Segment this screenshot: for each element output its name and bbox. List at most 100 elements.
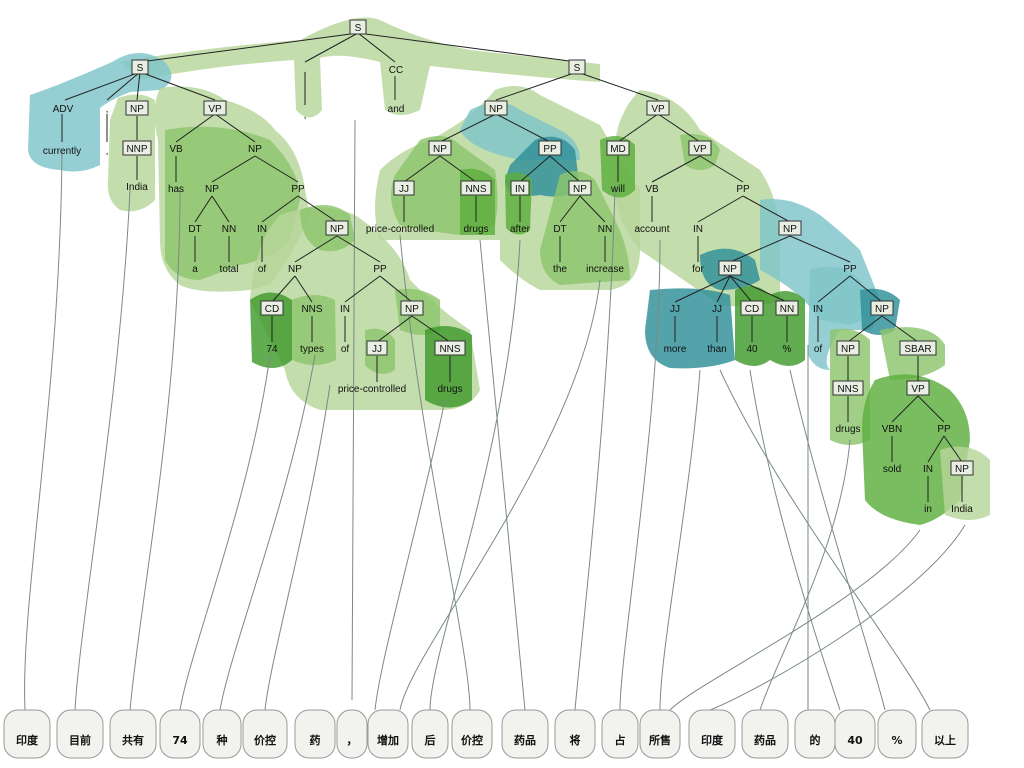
token-box — [336, 709, 368, 759]
leaf-types: types — [300, 344, 324, 355]
tree-nodes: S S , CC and , S ADV currently , , NP NN… — [43, 19, 974, 515]
leaf-price-controlled1: price-controlled — [338, 384, 406, 395]
node-np-atotal: NP — [205, 184, 219, 195]
token-box — [501, 709, 549, 759]
token-box — [639, 709, 681, 759]
leaf-sold: sold — [883, 464, 901, 475]
leaf-40: 40 — [746, 344, 758, 355]
token-box — [601, 709, 639, 759]
node-jj-more: JJ — [670, 304, 680, 315]
node-jj-than: JJ — [712, 304, 722, 315]
leaf-drugs2: drugs — [463, 224, 488, 235]
leaf-more: more — [664, 344, 687, 355]
node-vb-acc: VB — [645, 184, 659, 195]
leaf-increase: increase — [586, 264, 624, 275]
leaf-74: 74 — [266, 344, 278, 355]
leaf-will: will — [610, 184, 625, 195]
node-vp4: VP — [911, 384, 925, 395]
node-pp-of2: PP — [373, 264, 387, 275]
node-np-drugs3: NP — [875, 304, 889, 315]
region-types — [292, 295, 336, 365]
node-nns-d3: NNS — [837, 384, 858, 395]
region-nns-drugs1 — [425, 326, 472, 408]
token-box — [294, 709, 336, 759]
token-label: 的 — [810, 733, 821, 747]
token-box — [242, 709, 288, 759]
token-label: 增加 — [377, 733, 399, 747]
node-pp-in: PP — [937, 424, 951, 435]
token-label: 药品 — [514, 733, 536, 747]
node-s1: S — [137, 63, 144, 74]
node-nnp: NNP — [126, 144, 147, 155]
token-box — [451, 709, 493, 759]
node-nns-types: NNS — [301, 304, 322, 315]
alignment-links — [24, 119, 966, 711]
leaf-india2: India — [951, 504, 973, 515]
node-cd74: CD — [265, 304, 279, 315]
token-label: 目前 — [69, 733, 91, 747]
token-box — [554, 709, 596, 759]
node-nn-pct: NN — [780, 304, 794, 315]
node-in-for: IN — [693, 224, 703, 235]
node-in-after: IN — [515, 184, 525, 195]
token-label: 以上 — [934, 733, 956, 747]
token-label: 占 — [615, 733, 626, 747]
token-box — [367, 709, 409, 759]
tree-edges — [61, 32, 963, 502]
node-sbar: SBAR — [904, 344, 931, 355]
token-box — [109, 709, 157, 759]
token-box — [159, 709, 201, 759]
node-nn-inc: NN — [598, 224, 612, 235]
token-box — [741, 709, 789, 759]
node-in-in: IN — [923, 464, 933, 475]
node-in-of2: IN — [340, 304, 350, 315]
node-dt-a: DT — [188, 224, 201, 235]
node-np-inc: NP — [573, 184, 587, 195]
leaf-than: than — [707, 344, 726, 355]
token-label: 74 — [172, 734, 188, 747]
leaf-of1: of — [258, 264, 267, 275]
token-box — [202, 709, 242, 759]
node-np-d3: NP — [841, 344, 855, 355]
node-np-more: NP — [723, 264, 737, 275]
node-comma1: , — [106, 104, 109, 115]
node-vbn: VBN — [882, 424, 903, 435]
node-pp-for: PP — [736, 184, 750, 195]
token-box — [688, 709, 736, 759]
node-dt-the: DT — [553, 224, 566, 235]
region-s1-adv — [28, 53, 172, 172]
token-label: 印度 — [701, 733, 724, 747]
token-label: 价控 — [254, 733, 276, 747]
leaf-of2: of — [341, 344, 350, 355]
token-label: 印度 — [16, 733, 39, 747]
token-label: 40 — [847, 734, 863, 747]
token-box — [834, 709, 876, 759]
node-nns-drugs1: NNS — [439, 344, 460, 355]
node-np-types: NP — [288, 264, 302, 275]
node-cc: CC — [389, 65, 403, 76]
leaf-account: account — [634, 224, 669, 235]
leaf-india1: India — [126, 182, 148, 193]
node-root-s: S — [355, 23, 362, 34]
node-np-big: NP — [248, 144, 262, 155]
leaf-a: a — [192, 264, 198, 275]
leaf-for: for — [692, 264, 704, 275]
node-jj-pc2: JJ — [399, 184, 409, 195]
node-md: MD — [610, 144, 626, 155]
node-vp1: VP — [208, 104, 222, 115]
region-np-more-dark — [645, 248, 760, 369]
leaf-currently: currently — [43, 146, 81, 157]
leaf-in: in — [924, 504, 932, 515]
node-np-74: NP — [330, 224, 344, 235]
token-label: 药 — [310, 733, 321, 747]
leaf-comma1: , — [106, 146, 109, 157]
token-label: 将 — [570, 733, 581, 747]
token-box — [3, 709, 51, 759]
node-cd40: CD — [745, 304, 759, 315]
leaf-and: and — [388, 104, 405, 115]
node-np-india: NP — [130, 104, 144, 115]
node-pp-after: PP — [543, 144, 557, 155]
node-adv: ADV — [53, 104, 74, 115]
